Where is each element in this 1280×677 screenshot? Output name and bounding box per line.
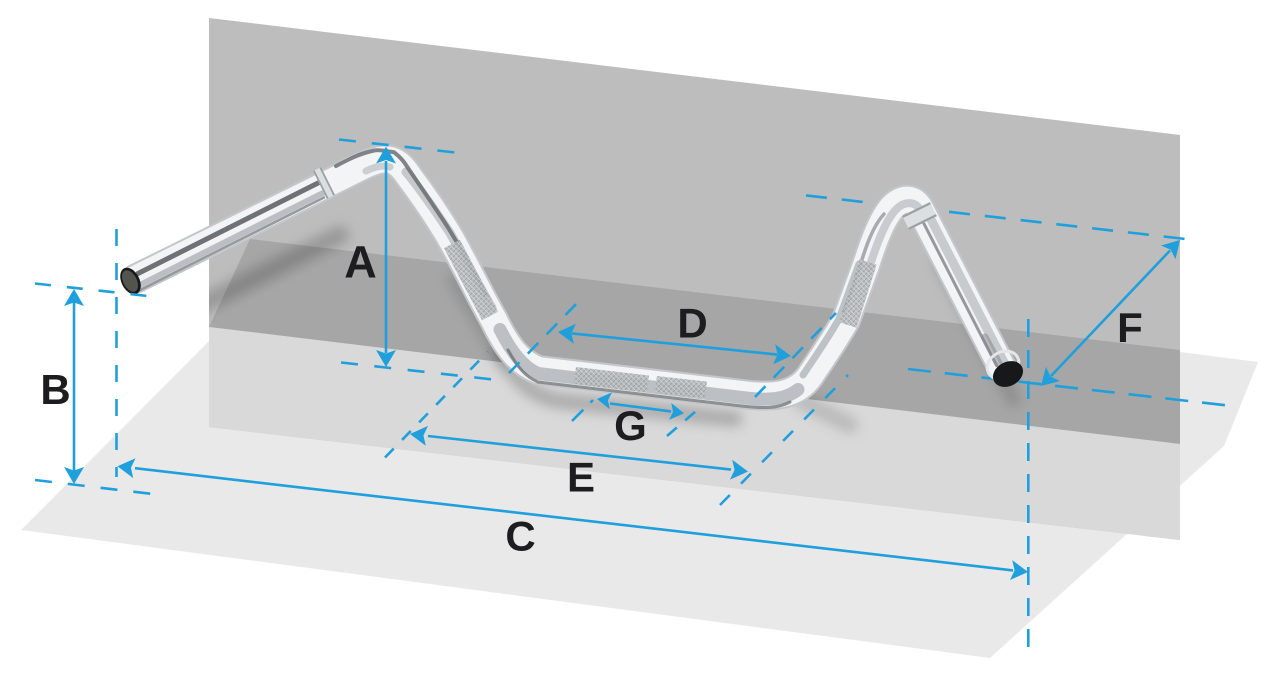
svg-text:G: G <box>614 402 647 449</box>
svg-text:A: A <box>344 237 377 288</box>
svg-text:B: B <box>40 366 70 413</box>
svg-text:D: D <box>677 300 707 347</box>
svg-text:C: C <box>505 513 535 560</box>
svg-text:E: E <box>567 454 595 501</box>
svg-text:F: F <box>1117 304 1143 351</box>
